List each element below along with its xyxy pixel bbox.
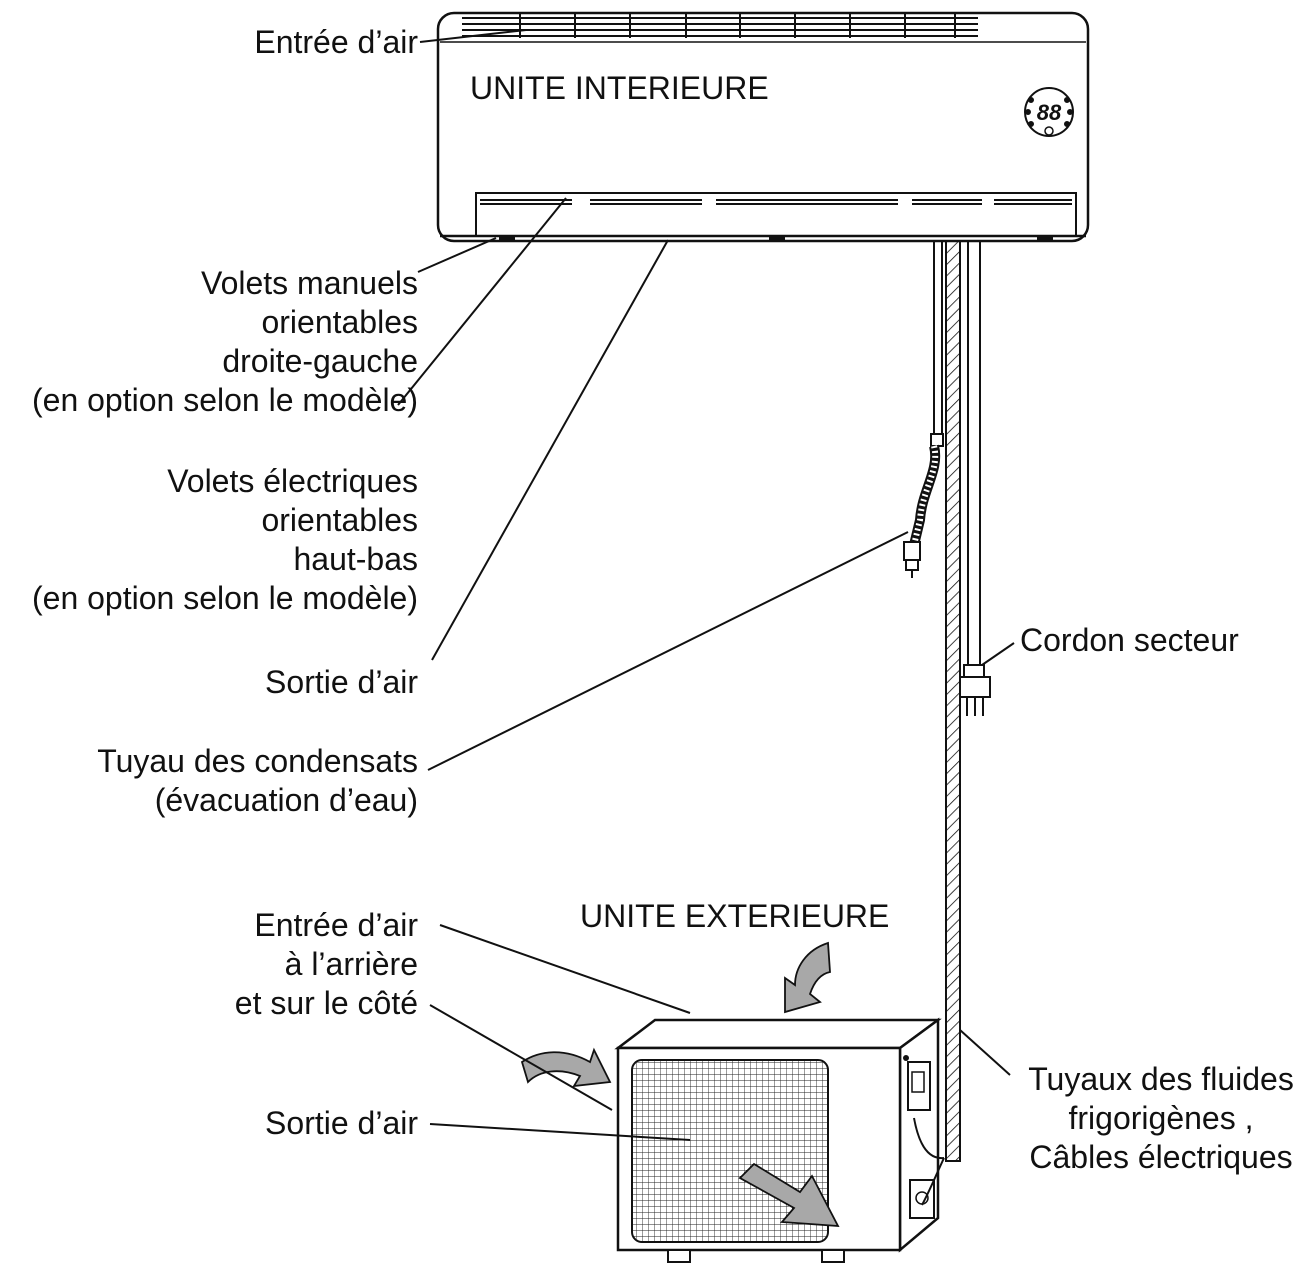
- indoor-unit-title: UNITE INTERIEURE: [470, 70, 769, 106]
- leader-lines: [397, 29, 1015, 1141]
- arrow-side-inlet: [520, 1047, 612, 1088]
- label-air-outlet-indoor: Sortie d’air: [265, 664, 418, 700]
- label-air-inlet-top: Entrée d’air: [254, 24, 418, 60]
- label-power-cord: Cordon secteur: [1020, 622, 1239, 658]
- indoor-louver-panel: [440, 192, 1086, 241]
- indoor-unit: 88: [436, 11, 1090, 243]
- arrow-outlet: [738, 1162, 840, 1228]
- outdoor-unit: [614, 1017, 945, 1263]
- power-plug-icon: [959, 664, 991, 716]
- label-refrigerant-pipes: Tuyaux des fluides frigorigènes , Câbles…: [1028, 1061, 1294, 1175]
- label-electric-louvers: Volets électriques orientables haut-bas …: [31, 463, 418, 616]
- indoor-display-icon: 88: [1024, 87, 1074, 137]
- airflow-arrows: [520, 941, 840, 1228]
- label-air-outlet-outdoor: Sortie d’air: [265, 1105, 418, 1141]
- condensate-hose: [903, 433, 944, 578]
- indoor-air-inlet-grille: [462, 14, 978, 38]
- outdoor-unit-title: UNITE EXTERIEURE: [580, 898, 890, 934]
- label-condensate-pipe: Tuyau des condensats (évacuation d’eau): [97, 743, 418, 818]
- display-digits: 88: [1037, 100, 1062, 125]
- indoor-unit-body: [436, 11, 1090, 243]
- label-manual-louvers: Volets manuels orientables droite-gauche…: [31, 265, 418, 418]
- refrigerant-pipe: [945, 240, 961, 1162]
- label-air-inlet-rear: Entrée d’air à l’arrière et sur le côté: [234, 907, 418, 1021]
- arrow-top-inlet: [784, 941, 831, 1014]
- pipe-bundle: [933, 240, 981, 1162]
